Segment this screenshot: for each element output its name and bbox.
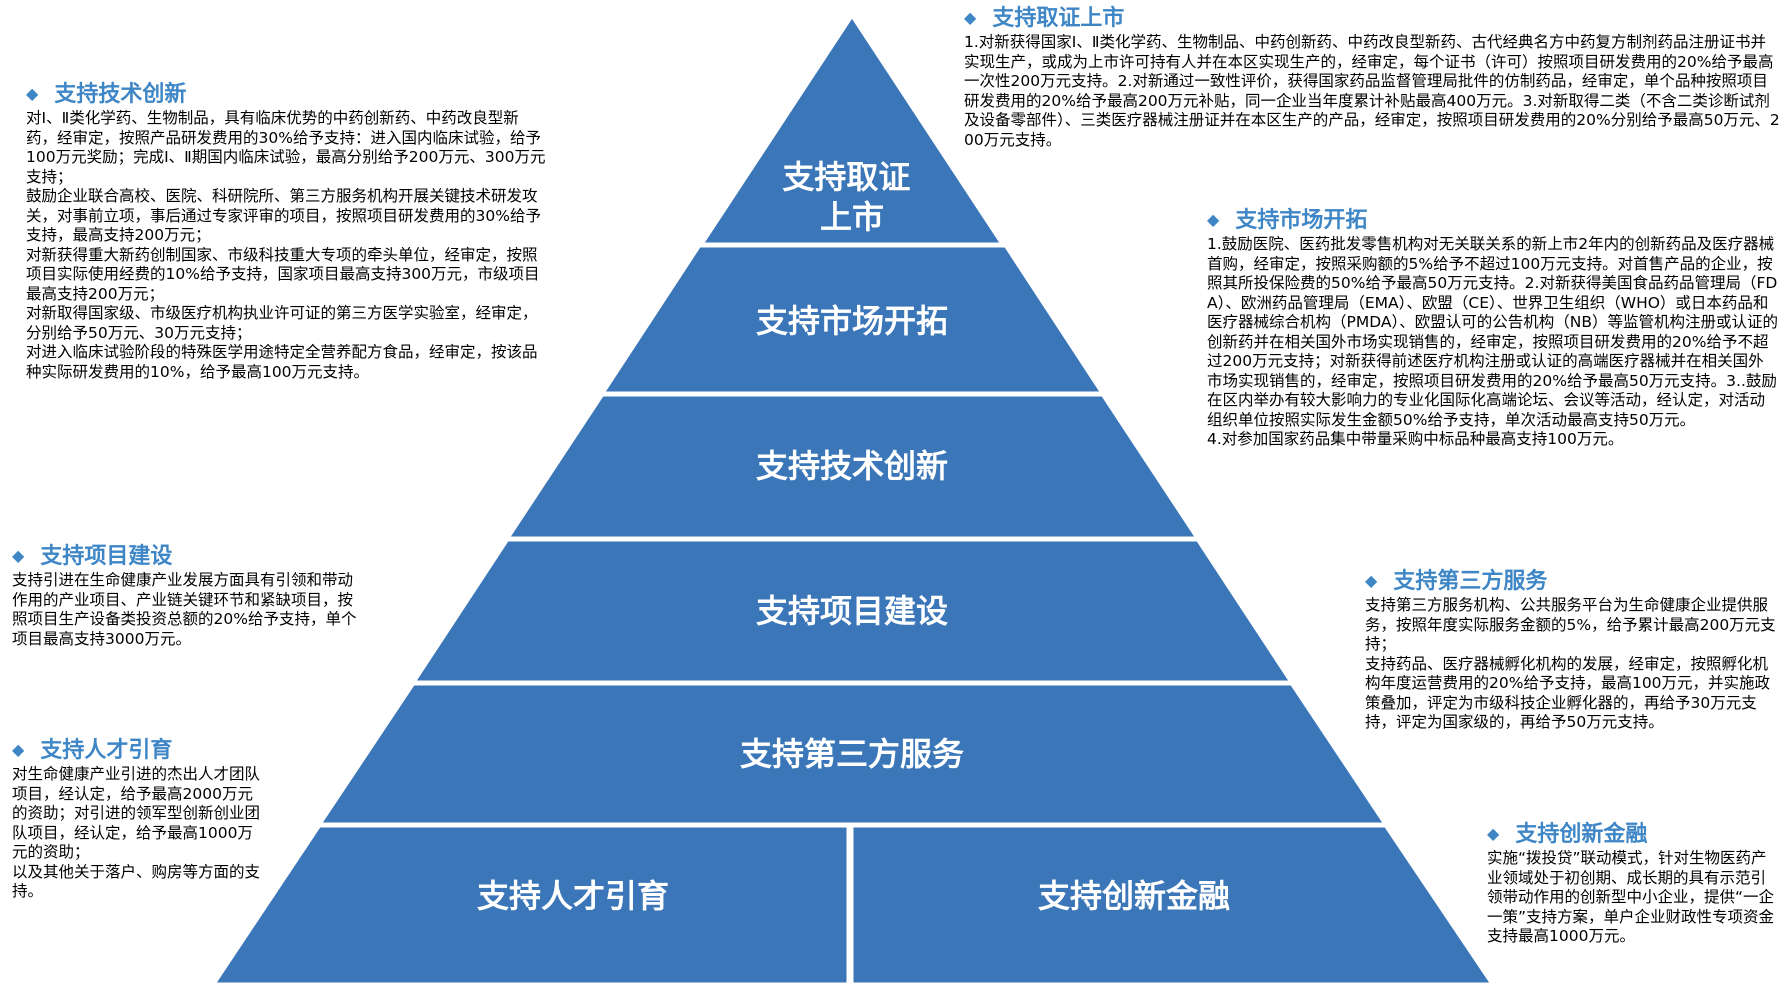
block-finance-title: ◆ 支持创新金融 [1487, 820, 1779, 849]
tier-market-shape [604, 246, 1101, 393]
block-talent-body: 对生命健康产业引进的杰出人才团队项目，经认定，给予最高2000万元的资助；对引进… [12, 765, 261, 900]
block-third-body: 支持第三方服务机构、公共服务平台为生命健康企业提供服务，按照年度实际服务金额的5… [1365, 596, 1776, 731]
tier-talent-shape [215, 826, 848, 984]
tier-third-shape [321, 684, 1384, 824]
block-talent: ◆ 支持人才引育 对生命健康产业引进的杰出人才团队项目，经认定，给予最高2000万… [12, 736, 266, 902]
block-tech: ◆ 支持技术创新 对Ⅰ、Ⅱ类化学药、生物制品，具有临床优势的中药创新药、中药改良型… [26, 80, 546, 382]
block-certify-title-text: 支持取证上市 [992, 6, 1125, 31]
tier-certify-label: 支持取证 上市 [782, 158, 921, 236]
block-certify-body: 1.对新获得国家Ⅰ、Ⅱ类化学药、生物制品、中药创新药、中药改良型新药、古代经典名… [964, 33, 1780, 149]
block-project-body: 支持引进在生命健康产业发展方面具有引领和带动作用的产业项目、产业链关键环节和紧缺… [12, 571, 357, 648]
block-finance-body: 实施“拨投贷”联动模式，针对生物医药产业领域处于初创期、成长期的具有示范引领带动… [1487, 849, 1775, 945]
tier-finance-label: 支持创新金融 [1038, 877, 1230, 915]
block-tech-body: 对Ⅰ、Ⅱ类化学药、生物制品，具有临床优势的中药创新药、中药改良型新药，经审定，按… [26, 109, 546, 381]
tier-market-label: 支持市场开拓 [756, 302, 948, 340]
block-third: ◆ 支持第三方服务 支持第三方服务机构、公共服务平台为生命健康企业提供服务，按照年… [1365, 567, 1779, 733]
block-project-title: ◆ 支持项目建设 [12, 542, 357, 571]
tier-tech-shape [509, 395, 1196, 538]
block-project-title-text: 支持项目建设 [40, 544, 173, 569]
tier-project-label: 支持项目建设 [756, 592, 948, 630]
block-finance: ◆ 支持创新金融 实施“拨投贷”联动模式，针对生物医药产业领域处于初创期、成长期的… [1487, 820, 1779, 947]
block-project: ◆ 支持项目建设 支持引进在生命健康产业发展方面具有引领和带动作用的产业项目、产业… [12, 542, 357, 649]
diamond-icon: ◆ [1365, 571, 1378, 590]
tier-talent-label: 支持人才引育 [477, 877, 669, 915]
block-market-title: ◆ 支持市场开拓 [1207, 206, 1779, 235]
block-finance-title-text: 支持创新金融 [1515, 822, 1648, 847]
block-tech-title-text: 支持技术创新 [54, 82, 187, 107]
tier-third-label: 支持第三方服务 [740, 735, 964, 773]
diamond-icon: ◆ [26, 84, 39, 103]
diamond-icon: ◆ [12, 740, 25, 759]
block-third-title: ◆ 支持第三方服务 [1365, 567, 1779, 596]
block-tech-title: ◆ 支持技术创新 [26, 80, 546, 109]
block-market: ◆ 支持市场开拓 1.鼓励医院、医药批发零售机构对无关联关系的新上市2年内的创新药… [1207, 206, 1779, 450]
block-talent-title: ◆ 支持人才引育 [12, 736, 266, 765]
tier-certify-shape [703, 17, 1001, 244]
block-certify: ◆ 支持取证上市 1.对新获得国家Ⅰ、Ⅱ类化学药、生物制品、中药创新药、中药改良型… [964, 4, 1780, 150]
diamond-icon: ◆ [12, 546, 25, 565]
diamond-icon: ◆ [1207, 210, 1220, 229]
tier-tech-label: 支持技术创新 [756, 447, 948, 485]
block-talent-title-text: 支持人才引育 [40, 738, 173, 763]
diamond-icon: ◆ [1487, 824, 1500, 843]
diamond-icon: ◆ [964, 8, 977, 27]
tier-finance-shape [852, 826, 1491, 984]
block-market-title-text: 支持市场开拓 [1235, 208, 1368, 233]
block-certify-title: ◆ 支持取证上市 [964, 4, 1780, 33]
tier-project-shape [415, 540, 1290, 682]
block-market-body: 1.鼓励医院、医药批发零售机构对无关联关系的新上市2年内的创新药品及医疗器械首购… [1207, 235, 1778, 448]
block-third-title-text: 支持第三方服务 [1393, 569, 1548, 594]
